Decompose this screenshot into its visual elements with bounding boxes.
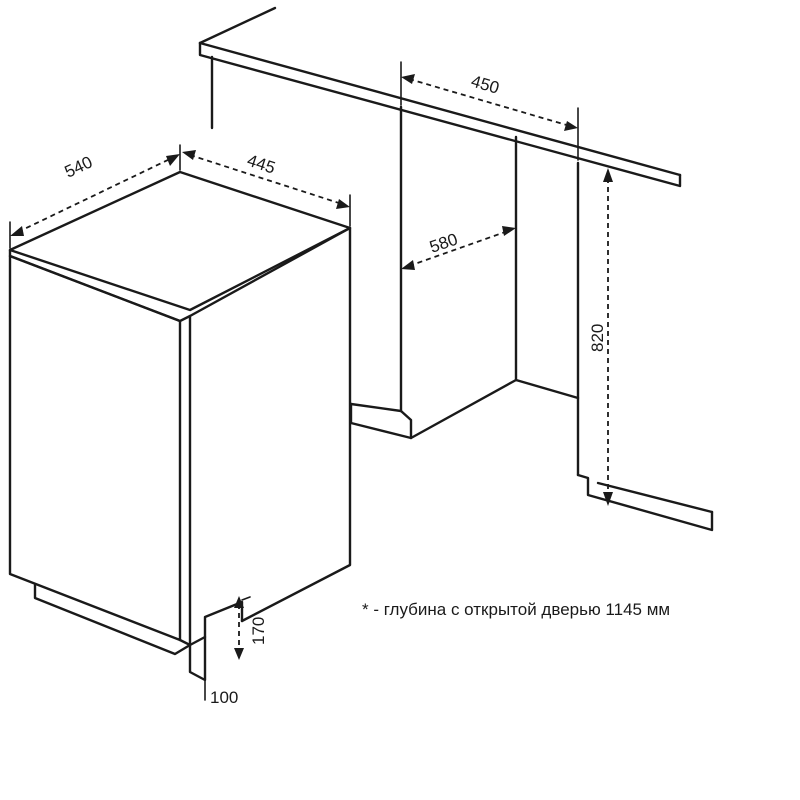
dim-label-170: 170 — [249, 617, 268, 645]
niche-right-floor-line — [596, 481, 714, 514]
dishwasher-side — [188, 226, 352, 623]
niche-floor-back-line — [409, 378, 518, 440]
dim-label-100: 100 — [210, 688, 238, 707]
dishwasher-foot — [188, 635, 207, 682]
countertop-front — [198, 41, 682, 188]
arrow-head — [603, 168, 613, 182]
dim-line — [408, 78, 571, 127]
arrow-head — [401, 260, 415, 270]
dimension-580: 580 — [401, 226, 516, 270]
arrow-head — [182, 150, 196, 160]
dimension-445: 445 — [182, 150, 351, 227]
arrow-head — [401, 74, 415, 84]
dimension-540: 540 — [9, 144, 181, 249]
arrow-head — [166, 154, 180, 166]
dishwasher-door-front — [8, 248, 182, 642]
dim-label-580: 580 — [427, 230, 460, 257]
dim-label-540: 540 — [62, 152, 96, 181]
niche-floor-right-line — [514, 378, 580, 400]
dim-label-820: 820 — [588, 324, 607, 352]
door-side-edge — [178, 314, 192, 647]
arrow-head — [603, 492, 613, 506]
dishwasher-plinth-side — [188, 600, 244, 647]
dishwasher-top — [8, 170, 352, 312]
dim-label-450: 450 — [469, 72, 502, 98]
open-door-depth-note: * - глубина с открытой дверью 1145 мм — [362, 600, 671, 619]
dim-line — [408, 230, 509, 267]
arrow-head — [10, 226, 24, 236]
arrow-head — [234, 648, 244, 660]
countertop-top-edge — [198, 41, 682, 177]
kitchen-niche — [198, 6, 714, 532]
dishwasher-plinth-front — [33, 583, 192, 656]
dim-label-445: 445 — [245, 151, 278, 178]
wall-edge-line — [198, 6, 277, 45]
niche-left-floor-step — [349, 402, 403, 413]
door-top-edge — [8, 254, 182, 323]
dimension-450: 450 — [400, 61, 579, 161]
ext-line — [241, 596, 251, 601]
arrow-head — [234, 596, 244, 608]
dishwasher — [8, 170, 352, 701]
dimension-820: 820 — [588, 168, 613, 506]
dim-line — [17, 157, 173, 233]
arrow-head — [564, 121, 578, 131]
arrow-head — [502, 226, 516, 236]
niche-right-plinth — [576, 473, 714, 532]
arrow-head — [336, 199, 350, 209]
dimension-170: 170 — [234, 596, 268, 660]
